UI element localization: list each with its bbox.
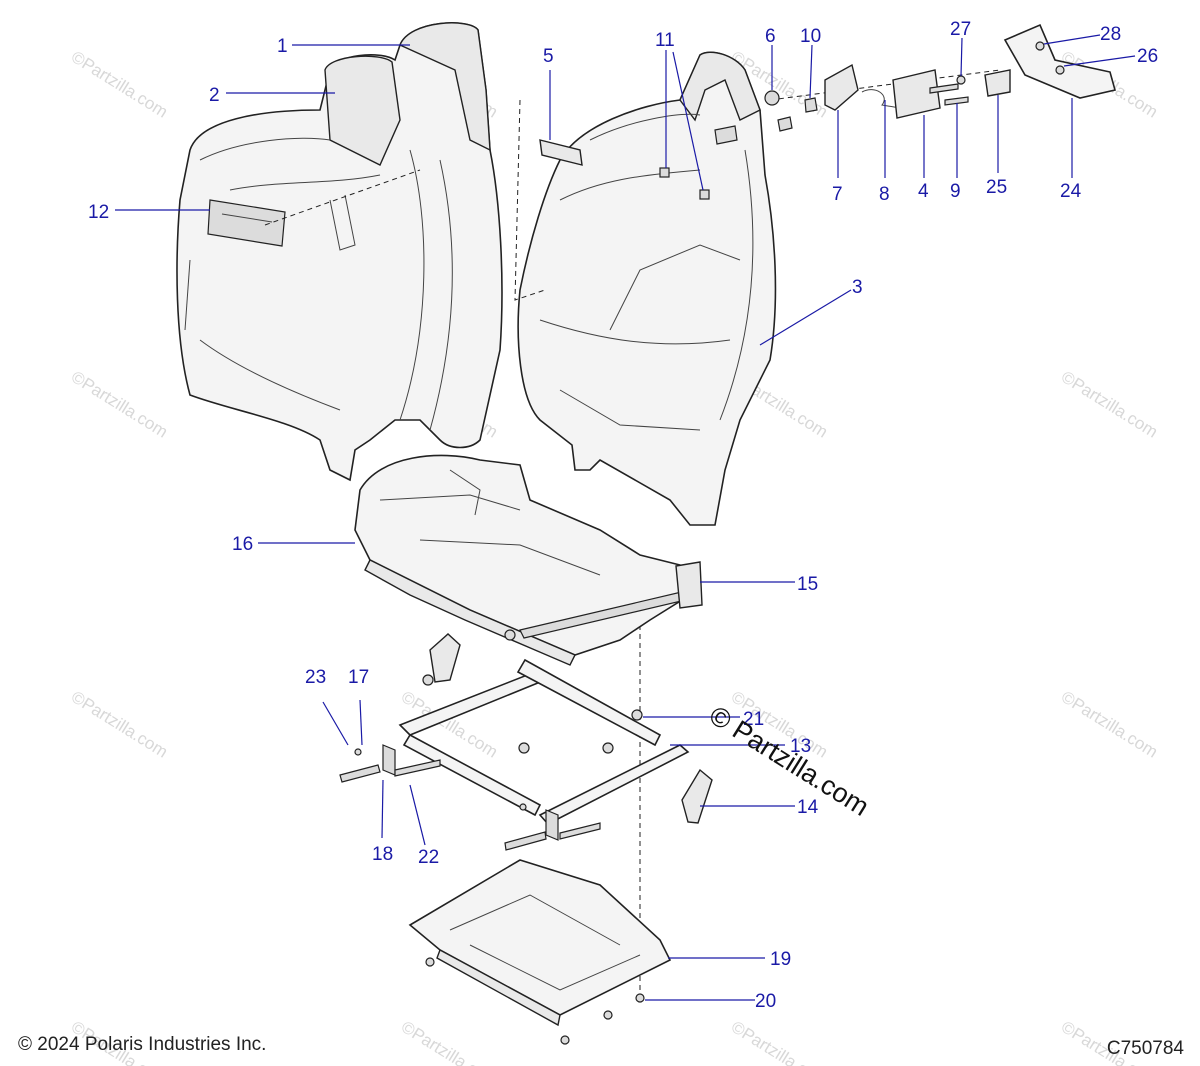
callout-2: 2 (209, 85, 220, 106)
diagram-code: C750784 (1106, 1038, 1184, 1059)
seat-cushion (354, 454, 703, 666)
callout-28: 28 (1100, 24, 1121, 45)
seat-rails (382, 629, 690, 841)
callout-20: 20 (755, 991, 776, 1012)
callout-23: 23 (305, 667, 326, 688)
alignment-line (514, 99, 546, 301)
callout-10: 10 (800, 26, 821, 47)
watermark-text: ©Partzilla.com (728, 1017, 831, 1066)
strap-bracket (681, 768, 713, 824)
callout-15: 15 (797, 574, 818, 595)
watermark-text: ©Partzilla.com (68, 687, 171, 761)
callout-16: 16 (232, 534, 253, 555)
callout-4: 4 (918, 181, 929, 202)
seat-back-front (517, 51, 777, 526)
leader-lines (115, 34, 1136, 1001)
callout-19: 19 (770, 949, 791, 970)
callout-12: 12 (88, 202, 109, 223)
callout-1: 1 (277, 36, 288, 57)
callout-18: 18 (372, 844, 393, 865)
watermark-text: ©Partzilla.com (68, 367, 171, 441)
callout-3: 3 (852, 277, 863, 298)
callout-5: 5 (543, 46, 554, 67)
callout-8: 8 (879, 184, 890, 205)
callout-21: 21 (743, 709, 764, 730)
callout-7: 7 (832, 184, 843, 205)
callout-14: 14 (797, 797, 819, 818)
base-plate (408, 859, 672, 1045)
callout-25: 25 (986, 177, 1007, 198)
callout-labels: 1 2 3 4 5 6 7 8 9 10 11 12 13 14 15 16 1… (88, 19, 1158, 1012)
callout-17: 17 (348, 667, 369, 688)
callout-11: 11 (655, 30, 675, 51)
latch-hardware (539, 23, 1116, 166)
callout-6: 6 (765, 26, 776, 47)
watermark-text: ©Partzilla.com (1058, 367, 1161, 441)
callout-13: 13 (790, 736, 811, 757)
alignment-line (769, 69, 1001, 101)
copyright-notice: © 2024 Polaris Industries Inc. (18, 1034, 267, 1055)
callout-26: 26 (1137, 46, 1158, 67)
callout-27: 27 (950, 19, 971, 40)
seat-back-rear (176, 22, 503, 482)
callout-9: 9 (950, 181, 961, 202)
watermark-text: ©Partzilla.com (68, 47, 171, 121)
callout-22: 22 (418, 847, 439, 868)
bolts (339, 748, 601, 851)
callout-24: 24 (1060, 181, 1082, 202)
watermark-text: ©Partzilla.com (398, 1017, 501, 1066)
strap-bracket (429, 633, 461, 683)
alignment-line (264, 169, 421, 226)
watermark-text: ©Partzilla.com (1058, 687, 1161, 761)
